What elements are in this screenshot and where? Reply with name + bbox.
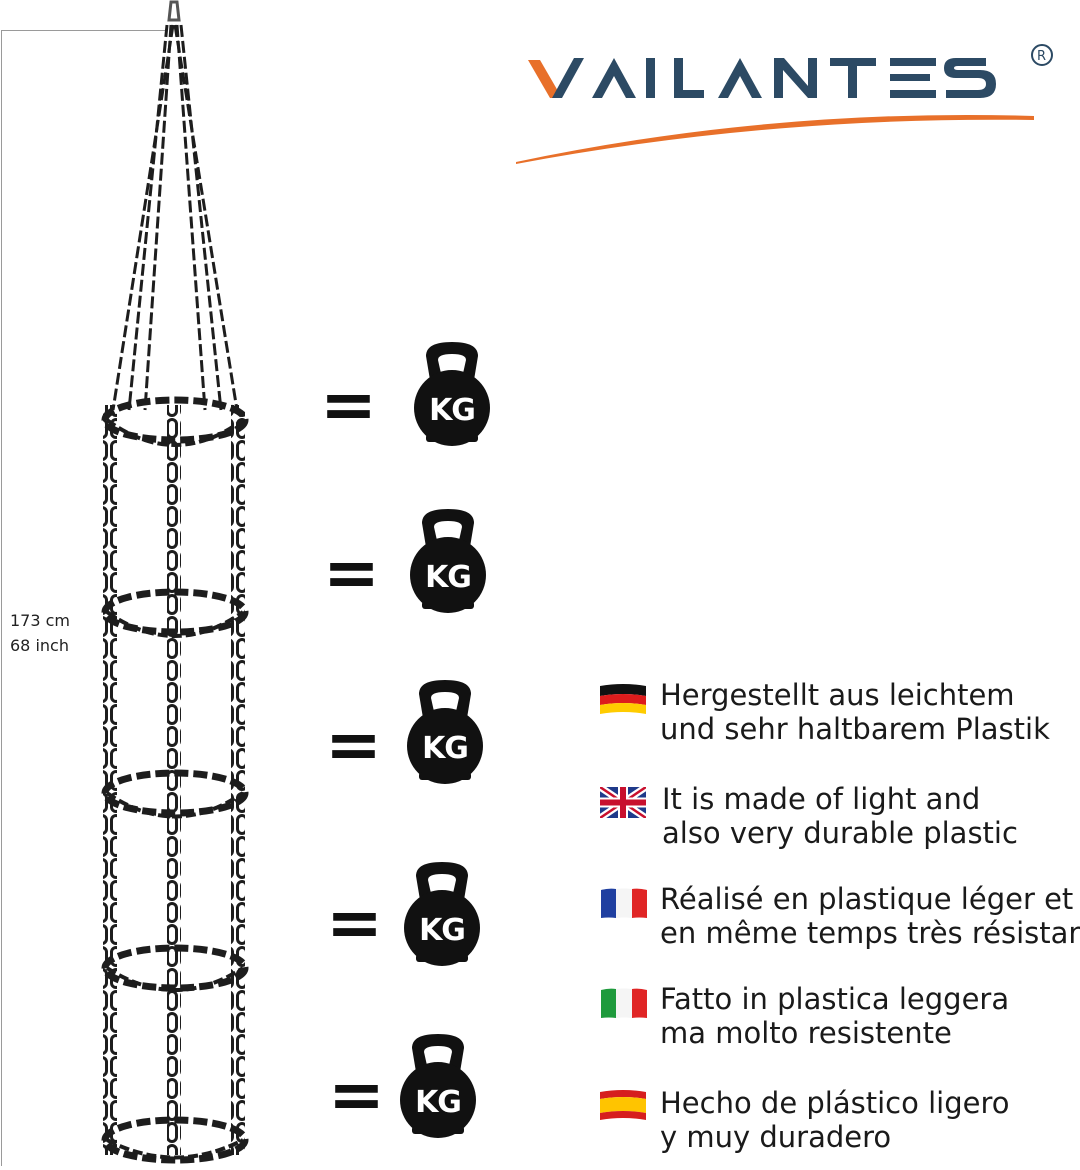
language-block-fr: Réalisé en plastique léger et en même te…	[660, 882, 1080, 950]
language-block-es: Hecho de plástico ligero y muy duradero	[660, 1086, 1009, 1154]
equals-sign: =	[320, 366, 377, 445]
language-block-de: Hergestellt aus leichtem und sehr haltba…	[660, 678, 1050, 746]
kettlebell-label: KG	[422, 731, 468, 766]
height-dimension-line	[1, 30, 167, 1166]
description-line-1: It is made of light and	[662, 782, 981, 816]
kettlebell-label: KG	[415, 1085, 461, 1120]
description-line-1: Hergestellt aus leichtem	[660, 678, 1015, 712]
chain-ladder-image	[101, 0, 249, 1164]
description-line-2: en même temps très résistant	[660, 916, 1080, 950]
kettlebell-icon: KG	[410, 509, 486, 613]
description-line-1: Fatto in plastica leggera	[660, 982, 1010, 1016]
language-block-en: It is made of light and also very durabl…	[662, 782, 1018, 850]
spain-flag-icon	[600, 1090, 646, 1120]
kettlebell-label: KG	[429, 393, 475, 428]
kettlebell-label: KG	[425, 560, 471, 595]
kettlebell-icon: KG	[404, 862, 480, 966]
equals-sign: =	[328, 1056, 385, 1135]
description-line-2: y muy duradero	[660, 1120, 892, 1154]
france-flag-icon	[601, 888, 647, 918]
description-line-2: und sehr haltbarem Plastik	[660, 712, 1050, 746]
description-line-2: ma molto resistente	[660, 1016, 952, 1050]
uk-flag-icon	[600, 787, 646, 818]
italy-flag-icon	[601, 988, 647, 1018]
equals-sign: =	[323, 534, 380, 613]
description-line-2: also very durable plastic	[662, 816, 1018, 850]
equals-sign: =	[325, 706, 382, 785]
height-inch: 68 inch	[10, 636, 69, 655]
height-dimension-label: 173 cm 68 inch	[10, 608, 70, 658]
svg-text:R: R	[1037, 49, 1046, 64]
vailantes-logo: R	[516, 44, 1053, 164]
language-block-it: Fatto in plastica leggera ma molto resis…	[660, 982, 1009, 1050]
hook-icon	[167, 0, 181, 22]
kettlebell-icon: KG	[400, 1034, 476, 1138]
kettlebell-icon: KG	[414, 342, 490, 446]
equals-sign: =	[326, 884, 383, 963]
height-cm: 173 cm	[10, 611, 71, 630]
description-line-1: Réalisé en plastique léger et	[660, 882, 1074, 916]
logo-v-accent	[528, 60, 562, 98]
description-line-1: Hecho de plástico ligero	[660, 1086, 1010, 1120]
kettlebell-label: KG	[419, 913, 465, 948]
germany-flag-icon	[600, 684, 646, 714]
logo-swoosh	[516, 114, 1034, 164]
kettlebell-icon: KG	[407, 680, 483, 784]
